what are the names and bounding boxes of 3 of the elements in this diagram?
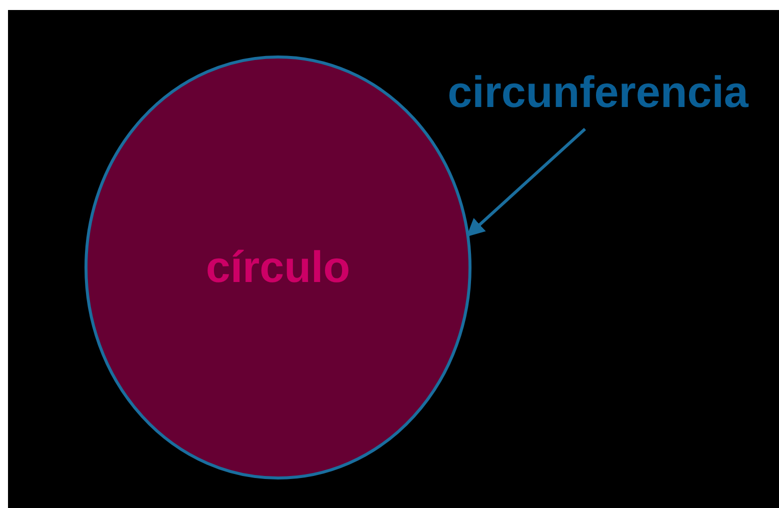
leader-arrow: [466, 128, 586, 237]
circumference-label: circunferencia: [422, 65, 774, 121]
circle-label: círculo: [206, 242, 350, 292]
